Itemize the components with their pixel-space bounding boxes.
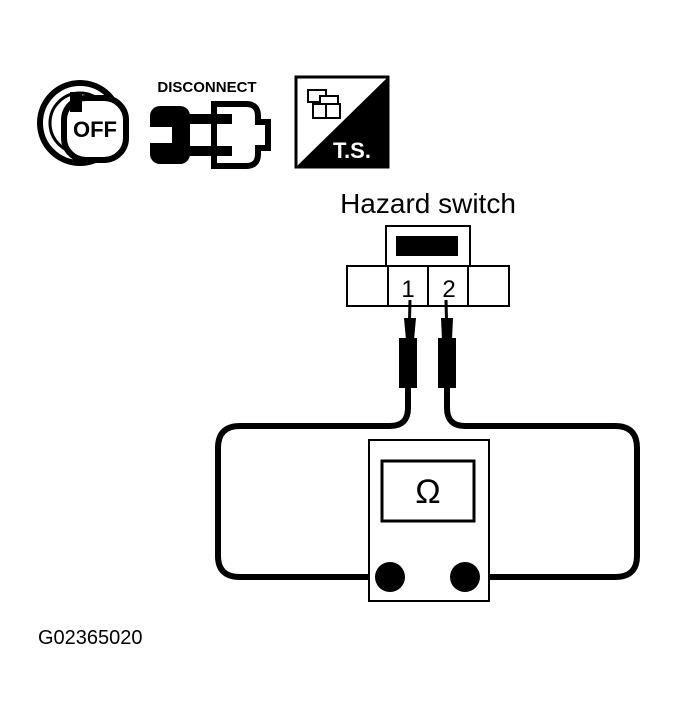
disconnect-label: DISCONNECT — [157, 79, 256, 96]
lead-left — [215, 388, 411, 580]
connector-disconnect-icon: DISCONNECT — [150, 79, 271, 169]
pin-1-label: 1 — [401, 276, 414, 303]
pin-2-label: 2 — [442, 276, 455, 303]
lead-right — [444, 388, 640, 580]
probe-right — [438, 299, 456, 388]
terminal-side-icon: T.S. — [294, 75, 390, 169]
probe-left — [399, 299, 417, 388]
meter-terminal-left — [375, 562, 405, 592]
ohmmeter: Ω — [368, 439, 490, 602]
ts-label: T.S. — [333, 138, 371, 163]
meter-terminal-right — [450, 562, 480, 592]
hazard-switch-connector: 1 2 — [346, 225, 510, 307]
ohm-symbol: Ω — [415, 473, 440, 511]
ignition-off-label: OFF — [73, 117, 117, 142]
figure-code: G02365020 — [38, 627, 143, 649]
ignition-off-icon: OFF — [37, 80, 129, 166]
component-title: Hazard switch — [340, 188, 516, 219]
